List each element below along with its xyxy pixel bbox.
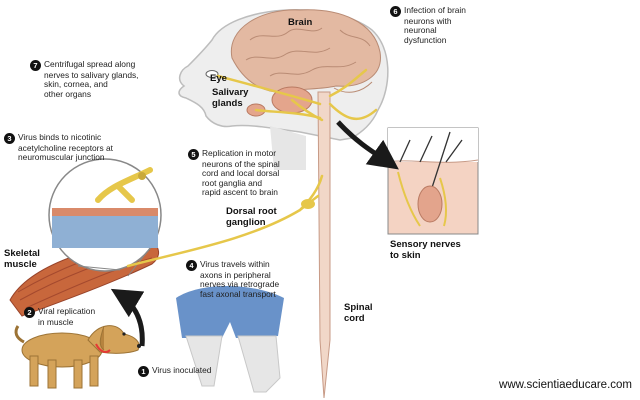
dorsal-line-2: ganglion — [226, 216, 266, 228]
spinal-cord-label: Spinal cord — [344, 302, 373, 324]
step-4-line-3: nerves via retrograde — [200, 279, 280, 290]
step-6-line-2: neurons with — [404, 16, 452, 26]
step-7-line-1: Centrifugal spread along — [44, 59, 136, 69]
salivary-line-1: Salivary — [212, 87, 249, 98]
step-7-line-2: nerves to salivary glands, — [44, 70, 139, 80]
skin-sensory-nerve — [397, 171, 448, 227]
skeletal-line-1: Skeletal — [4, 248, 40, 259]
right-leg — [237, 335, 281, 393]
neck — [270, 126, 306, 170]
left-leg — [185, 335, 223, 387]
dorsal-root-ganglion-label: Dorsal root ganglion — [226, 206, 277, 228]
step-3-line-3: neuromuscular junction — [18, 152, 105, 163]
step-4-line-1: Virus travels within — [200, 259, 270, 269]
watermark-url: www.scientiaeducare.com — [499, 379, 632, 391]
step-7-line-4: other organs — [44, 88, 92, 99]
process-arrows — [110, 120, 399, 347]
step-6-line-4: dysfunction — [404, 34, 447, 45]
step-5-number: 5 — [188, 149, 199, 160]
step-2-line-2: in muscle — [38, 317, 74, 327]
skeletal-muscle-label: Skeletal muscle — [4, 248, 40, 270]
sensory-line-2: to skin — [390, 249, 421, 261]
step-2-line-1: Viral replication — [38, 306, 96, 316]
step-5-line-4: root ganglia and — [202, 177, 263, 188]
step-6-line-3: neuronal — [404, 25, 437, 36]
dorsal-root-ganglion-shape — [301, 199, 315, 209]
brain-label: Brain — [288, 17, 313, 28]
spinal-line-2: cord — [344, 312, 365, 324]
brain-gyri — [245, 27, 373, 93]
sensory-nerves-label: Sensory nerves to skin — [390, 239, 461, 261]
step-1-number: 1 — [138, 366, 149, 377]
skin-epidermis — [388, 128, 478, 162]
shorts-shape — [176, 286, 284, 338]
step-4-line-2: axons in peripheral — [200, 270, 271, 280]
step-4-number: 4 — [186, 260, 197, 271]
step-2-number: 2 — [24, 307, 35, 318]
step-3-number: 3 — [4, 133, 15, 144]
dorsal-line-1: Dorsal root — [226, 206, 277, 217]
zoom-line-top — [77, 265, 121, 271]
step-6-line-1: Infection of brain — [404, 5, 466, 15]
step-1-line-1: Virus inoculated — [152, 365, 212, 375]
eye-shape — [205, 70, 219, 78]
virus-particle — [138, 172, 146, 180]
hair-follicle — [417, 185, 443, 223]
membrane-stripes — [52, 208, 158, 216]
step-5-line-1: Replication in motor — [202, 148, 277, 158]
spinal-cord-shape — [317, 91, 331, 399]
step-7-number: 7 — [30, 60, 41, 71]
sensory-line-1: Sensory nerves — [390, 239, 461, 250]
step-7-line-3: skin, cornea, and — [44, 79, 108, 90]
eye-label: Eye — [210, 73, 227, 84]
step-3-line-2: acetylcholine receptors at — [18, 143, 113, 153]
skeletal-line-2: muscle — [4, 258, 37, 270]
step-5-line-3: cord and local dorsal — [202, 168, 280, 179]
nerve-terminal — [95, 167, 153, 203]
step-6-number: 6 — [390, 6, 401, 17]
step-5-line-5: rapid ascent to brain — [202, 187, 278, 198]
nerve-paths — [126, 68, 378, 268]
salivary-line-2: glands — [212, 97, 243, 109]
step-4-line-4: fast axonal transport — [200, 288, 276, 299]
salivary-glands-label: Salivary glands — [212, 87, 249, 109]
spinal-line-1: Spinal — [344, 302, 373, 313]
step-3-line-1: Virus binds to nicotinic — [18, 132, 102, 142]
step-5-line-2: neurons of the spinal — [202, 159, 280, 169]
dog-illustration — [14, 325, 141, 389]
